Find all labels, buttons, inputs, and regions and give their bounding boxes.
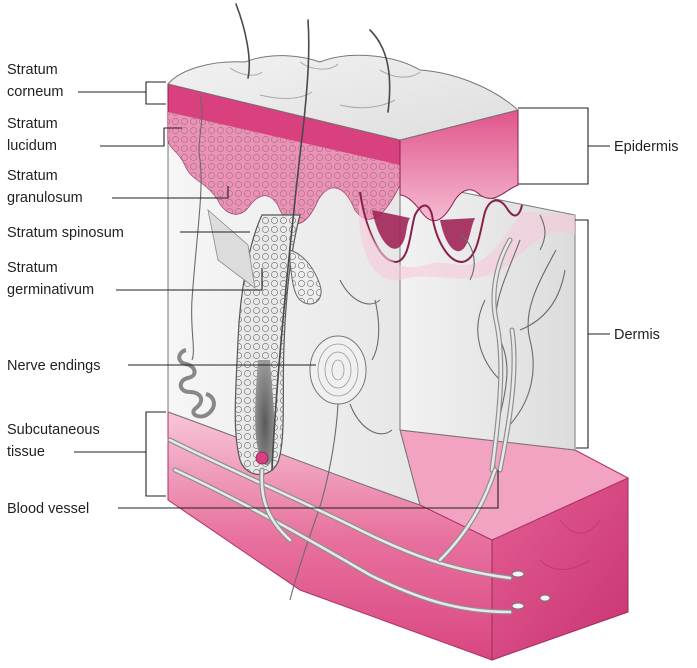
label-epidermis: Epidermis (614, 139, 678, 155)
label-stratum-granulosum-line2: granulosum (7, 190, 83, 206)
label-stratum-germinativum-line1: Stratum (7, 260, 58, 276)
label-stratum-lucidum-line1: Stratum (7, 116, 58, 132)
label-stratum-granulosum-line1: Stratum (7, 168, 58, 184)
label-stratum-lucidum-line2: lucidum (7, 138, 57, 154)
label-stratum-spinosum: Stratum spinosum (7, 225, 124, 241)
label-subcutaneous-tissue-line1: Subcutaneous (7, 422, 100, 438)
label-stratum-corneum-line2: corneum (7, 84, 63, 100)
label-blood-vessel: Blood vessel (7, 501, 89, 517)
label-stratum-germinativum-line2: germinativum (7, 282, 94, 298)
pacinian-corpuscle (310, 336, 366, 404)
label-subcutaneous-tissue-line2: tissue (7, 444, 45, 460)
label-nerve-endings: Nerve endings (7, 358, 101, 374)
label-dermis: Dermis (614, 327, 660, 343)
label-stratum-corneum-line1: Stratum (7, 62, 58, 78)
skin-illustration (168, 4, 628, 660)
